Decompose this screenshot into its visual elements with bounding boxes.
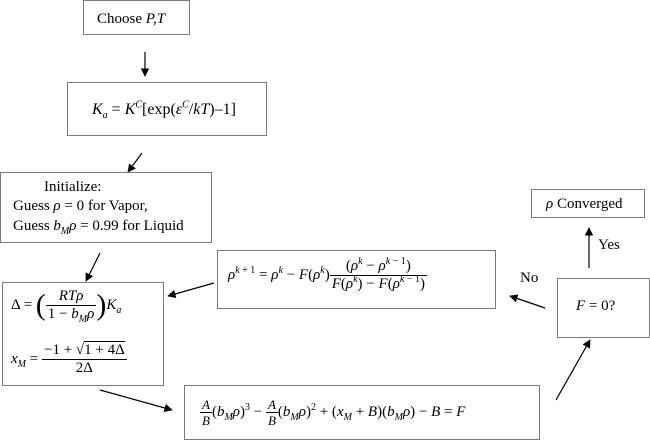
init-vapor-guess: Guess ρ = 0 for Vapor, — [13, 198, 148, 214]
edge-label-no: No — [520, 270, 539, 286]
edge-label-yes: Yes — [598, 237, 620, 253]
node-ka-formula: Ka = KC[exp(εC/kT)–1] — [67, 82, 267, 136]
arrow-test-to-secant — [509, 294, 546, 309]
arrow-delta-to-cubic — [99, 389, 173, 413]
init-liquid-guess: Guess bMρ = 0.99 for Liquid — [13, 218, 184, 237]
init-title: Initialize: — [44, 179, 102, 195]
ka-formula: Ka = KC[exp(εC/kT)–1] — [92, 99, 236, 122]
arrow-init-to-delta — [85, 252, 101, 282]
secant-formula: ρk + 1 = ρk − F(ρk)(ρk − ρk − 1)F(ρk) − … — [228, 256, 427, 292]
node-initialize: Initialize: Guess ρ = 0 for Vapor, Guess… — [0, 172, 212, 243]
test-label: F = 0? — [576, 298, 616, 314]
node-choose-pt: Choose P,T — [83, 0, 190, 35]
node-secant-update: ρk + 1 = ρk − F(ρk)(ρk − ρk − 1)F(ρk) − … — [217, 250, 496, 309]
node-test-f-zero: F = 0? — [557, 278, 650, 338]
converged-label: ρ Converged — [546, 196, 623, 212]
arrow-secant-to-delta — [167, 282, 215, 298]
choose-vars: P,T — [145, 11, 166, 27]
arrow-ka-to-init — [127, 152, 143, 173]
node-converged: ρ Converged — [531, 189, 645, 218]
choose-label: Choose — [97, 11, 146, 27]
arrow-cubic-to-test — [555, 339, 591, 401]
